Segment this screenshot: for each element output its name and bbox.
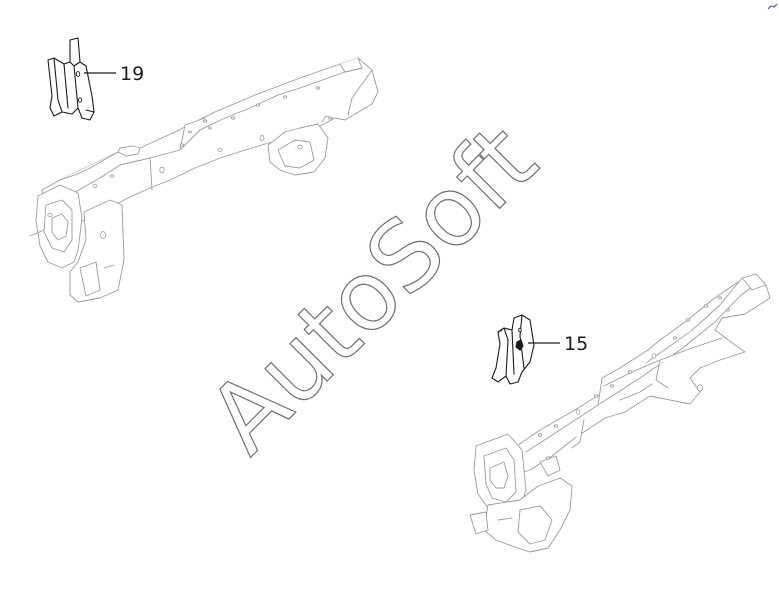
callout-label-19: 19 bbox=[120, 63, 144, 85]
bracket-part-19[interactable] bbox=[47, 37, 95, 121]
callout-15: 15 bbox=[528, 333, 588, 355]
lower-frame-rail bbox=[469, 273, 771, 553]
pen-mark-icon bbox=[767, 3, 778, 10]
watermark-text: AutoSoft bbox=[187, 104, 558, 475]
callout-19: 19 bbox=[84, 63, 144, 85]
callout-label-15: 15 bbox=[564, 333, 588, 355]
upper-frame-rail bbox=[29, 57, 379, 303]
bracket-part-15[interactable] bbox=[491, 314, 535, 385]
